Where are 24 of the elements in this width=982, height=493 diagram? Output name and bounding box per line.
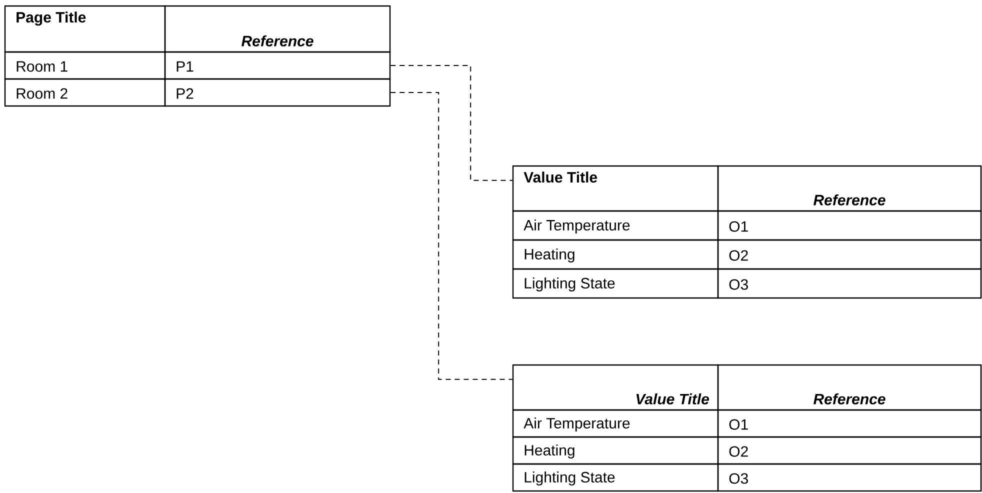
table-cell: Lighting State (512, 268, 719, 299)
table-cell: O3 (717, 463, 982, 492)
table-cell: P2 (164, 78, 391, 107)
table-cell: Heating (512, 436, 719, 465)
table-cell: O2 (717, 436, 982, 465)
table-cell: Air Temperature (512, 210, 719, 241)
connector-line (390, 65, 513, 181)
header-cell: Page Title (4, 5, 166, 53)
header-cell: Reference (717, 364, 982, 411)
connector-line (390, 92, 513, 380)
table-cell: O1 (717, 409, 982, 438)
table-cell: P1 (164, 51, 391, 80)
table-cell: Heating (512, 239, 719, 270)
table-cell: Room 2 (4, 78, 166, 107)
table-cell: O3 (717, 268, 982, 299)
table-cell: Air Temperature (512, 409, 719, 438)
header-cell: Value Title (512, 364, 719, 411)
header-cell: Reference (164, 5, 391, 53)
header-cell: Value Title (512, 165, 719, 212)
table-cell: Room 1 (4, 51, 166, 80)
header-cell: Reference (717, 165, 982, 212)
table-cell: O2 (717, 239, 982, 270)
table-cell: O1 (717, 210, 982, 241)
table-cell: Lighting State (512, 463, 719, 492)
